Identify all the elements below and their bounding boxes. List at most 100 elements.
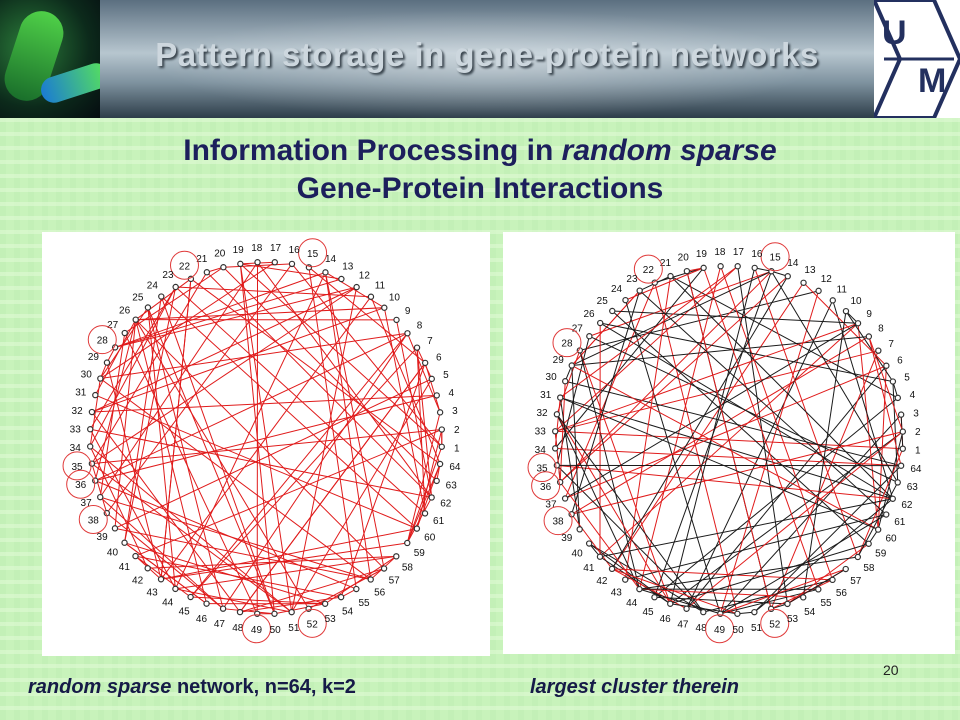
- node-label: 56: [374, 588, 386, 599]
- node-group: 1234567891011121314151617181920212223242…: [527, 242, 922, 644]
- node-label: 25: [597, 296, 609, 307]
- node-label: 24: [611, 284, 623, 295]
- network-edge: [206, 271, 433, 498]
- network-node: [380, 565, 388, 572]
- network-edge: [624, 276, 672, 580]
- um-logo: U M: [874, 0, 960, 118]
- network-node: [717, 610, 724, 617]
- network-edge: [239, 362, 426, 613]
- network-node: [576, 526, 583, 533]
- network-node: [121, 539, 128, 546]
- node-label: 20: [678, 253, 690, 264]
- node-label: 50: [733, 625, 745, 636]
- network-node: [144, 565, 151, 572]
- network-edge: [135, 278, 192, 321]
- network-node: [172, 283, 179, 291]
- node-label: 44: [626, 598, 638, 609]
- network-edge: [857, 482, 899, 558]
- node-label: 28: [97, 336, 109, 347]
- network-edge: [175, 555, 397, 590]
- node-label: 58: [402, 562, 414, 573]
- network-edge: [190, 332, 408, 598]
- highlight-circle: [297, 608, 327, 638]
- network-edge: [599, 498, 893, 558]
- network-node: [667, 600, 674, 607]
- network-node: [421, 359, 429, 367]
- node-label: 21: [660, 258, 672, 269]
- network-edge: [703, 267, 819, 590]
- network-edge: [95, 480, 357, 590]
- network-node: [854, 553, 862, 561]
- highlight-circle: [241, 614, 271, 644]
- network-node: [172, 585, 179, 593]
- node-label: 13: [342, 261, 354, 272]
- network-node: [288, 608, 295, 616]
- highlight-circle: [633, 254, 663, 284]
- network-edge: [554, 265, 739, 432]
- node-label: 32: [537, 408, 549, 419]
- network-edge: [754, 465, 902, 613]
- network-edge: [89, 286, 177, 447]
- node-label: 56: [836, 588, 848, 599]
- network-node: [220, 264, 227, 271]
- network-edge: [770, 579, 833, 610]
- node-label: 52: [769, 619, 781, 630]
- node-label: 8: [878, 324, 884, 335]
- highlight-circle: [62, 451, 92, 481]
- worm-fluorescence-image: [0, 0, 100, 118]
- node-label: 11: [375, 281, 386, 292]
- node-label: 10: [850, 296, 862, 307]
- network-node: [413, 344, 421, 351]
- network-node: [562, 378, 569, 385]
- network-edge: [291, 287, 358, 613]
- network-node: [92, 391, 99, 399]
- node-label: 25: [132, 292, 144, 303]
- node-label: 12: [359, 270, 371, 281]
- node-label: 14: [325, 254, 337, 265]
- network-node: [751, 608, 758, 616]
- network-edge: [124, 296, 162, 543]
- node-group: 1234567891011121314151617181920212223242…: [62, 238, 461, 644]
- network-node: [609, 307, 616, 315]
- network-edge: [124, 542, 326, 605]
- network-node: [842, 565, 849, 573]
- network-node: [734, 610, 741, 617]
- network-edge: [91, 271, 208, 464]
- network-edge: [239, 568, 385, 613]
- network-edge: [370, 296, 441, 465]
- network-node: [404, 330, 411, 337]
- network-edge: [670, 275, 899, 399]
- highlight-circle: [552, 328, 582, 358]
- node-label: 43: [611, 588, 623, 599]
- highlight-circle: [169, 250, 199, 280]
- node-label: 7: [427, 336, 433, 347]
- edge-group: [554, 265, 904, 615]
- network-node: [568, 362, 575, 369]
- network-edge: [654, 397, 899, 598]
- node-label: 29: [553, 355, 565, 366]
- network-edge: [308, 266, 426, 364]
- network-node: [203, 269, 211, 276]
- node-label: 23: [626, 274, 638, 285]
- network-edge: [877, 431, 904, 530]
- network-edge: [611, 310, 869, 545]
- network-edge: [686, 431, 904, 610]
- network-edge: [114, 527, 371, 580]
- node-label: 39: [97, 532, 109, 543]
- node-label: 17: [733, 247, 745, 258]
- network-edge: [638, 266, 722, 590]
- network-edge: [91, 463, 108, 514]
- node-label: 27: [572, 323, 584, 334]
- node-label: 45: [179, 607, 191, 618]
- network-node: [404, 539, 411, 547]
- node-label: 55: [820, 598, 832, 609]
- node-label: 60: [885, 533, 897, 544]
- network-node: [622, 576, 629, 583]
- network-node: [219, 605, 227, 612]
- network-node: [433, 477, 440, 485]
- network-edge: [868, 336, 904, 432]
- network-node: [288, 260, 296, 268]
- node-label: 47: [214, 619, 226, 630]
- network-node: [157, 576, 165, 583]
- network-node: [144, 304, 152, 311]
